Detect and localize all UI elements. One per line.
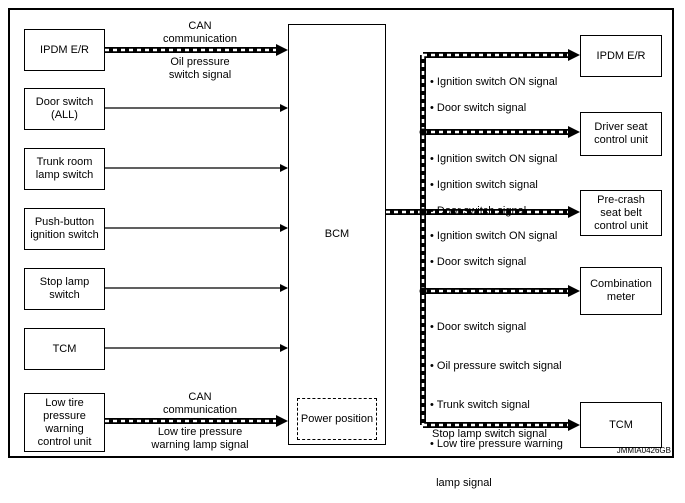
tire-can-label: CAN communication <box>163 391 237 416</box>
ipdm-can-label: CAN communication <box>163 20 237 45</box>
output-driver-seat-control-unit: Driver seat control unit <box>580 112 662 156</box>
signal-to-tcm: Stop lamp switch signal <box>432 428 547 440</box>
power-position-box: Power position <box>297 398 377 440</box>
input-low-tire-pressure-warning-control-unit: Low tire pressure warning control unit <box>24 393 105 452</box>
output-tcm: TCM <box>580 402 662 448</box>
diagram-frame <box>8 8 674 458</box>
signals-to-pre-crash: • Ignition switch ON signal • Door switc… <box>430 230 558 268</box>
signals-to-driver-seat: • Ignition switch ON signal • Ignition s… <box>430 153 558 217</box>
can-bus-out <box>386 49 580 431</box>
input-stop-lamp-switch: Stop lamp switch <box>24 268 105 310</box>
output-combination-meter: Combination meter <box>580 267 662 315</box>
bcm-label: BCM <box>324 228 350 240</box>
input-tcm: TCM <box>24 328 105 370</box>
signals-to-combination-meter: • Door switch signal • Oil pressure swit… <box>430 321 563 489</box>
input-trunk-room-lamp-switch: Trunk room lamp switch <box>24 148 105 190</box>
output-ipdm-er: IPDM E/R <box>580 35 662 77</box>
input-push-button-ignition-switch: Push-button ignition switch <box>24 208 105 250</box>
tire-lamp-signal-label: Low tire pressure warning lamp signal <box>151 426 249 451</box>
bcm-box: BCM <box>288 24 386 445</box>
input-door-switch: Door switch (ALL) <box>24 88 105 130</box>
input-ipdm-er: IPDM E/R <box>24 29 105 71</box>
can-bus-ipdm-in <box>105 44 288 56</box>
figure-code: JMMIA0426GB <box>616 446 671 455</box>
signals-to-ipdm: • Ignition switch ON signal • Door switc… <box>430 76 558 114</box>
wiring-layer <box>105 44 580 431</box>
output-pre-crash-seat-belt-control-unit: Pre-crash seat belt control unit <box>580 190 662 236</box>
ipdm-oil-pressure-label: Oil pressure switch signal <box>168 56 232 81</box>
can-bus-tire-in <box>105 415 288 427</box>
